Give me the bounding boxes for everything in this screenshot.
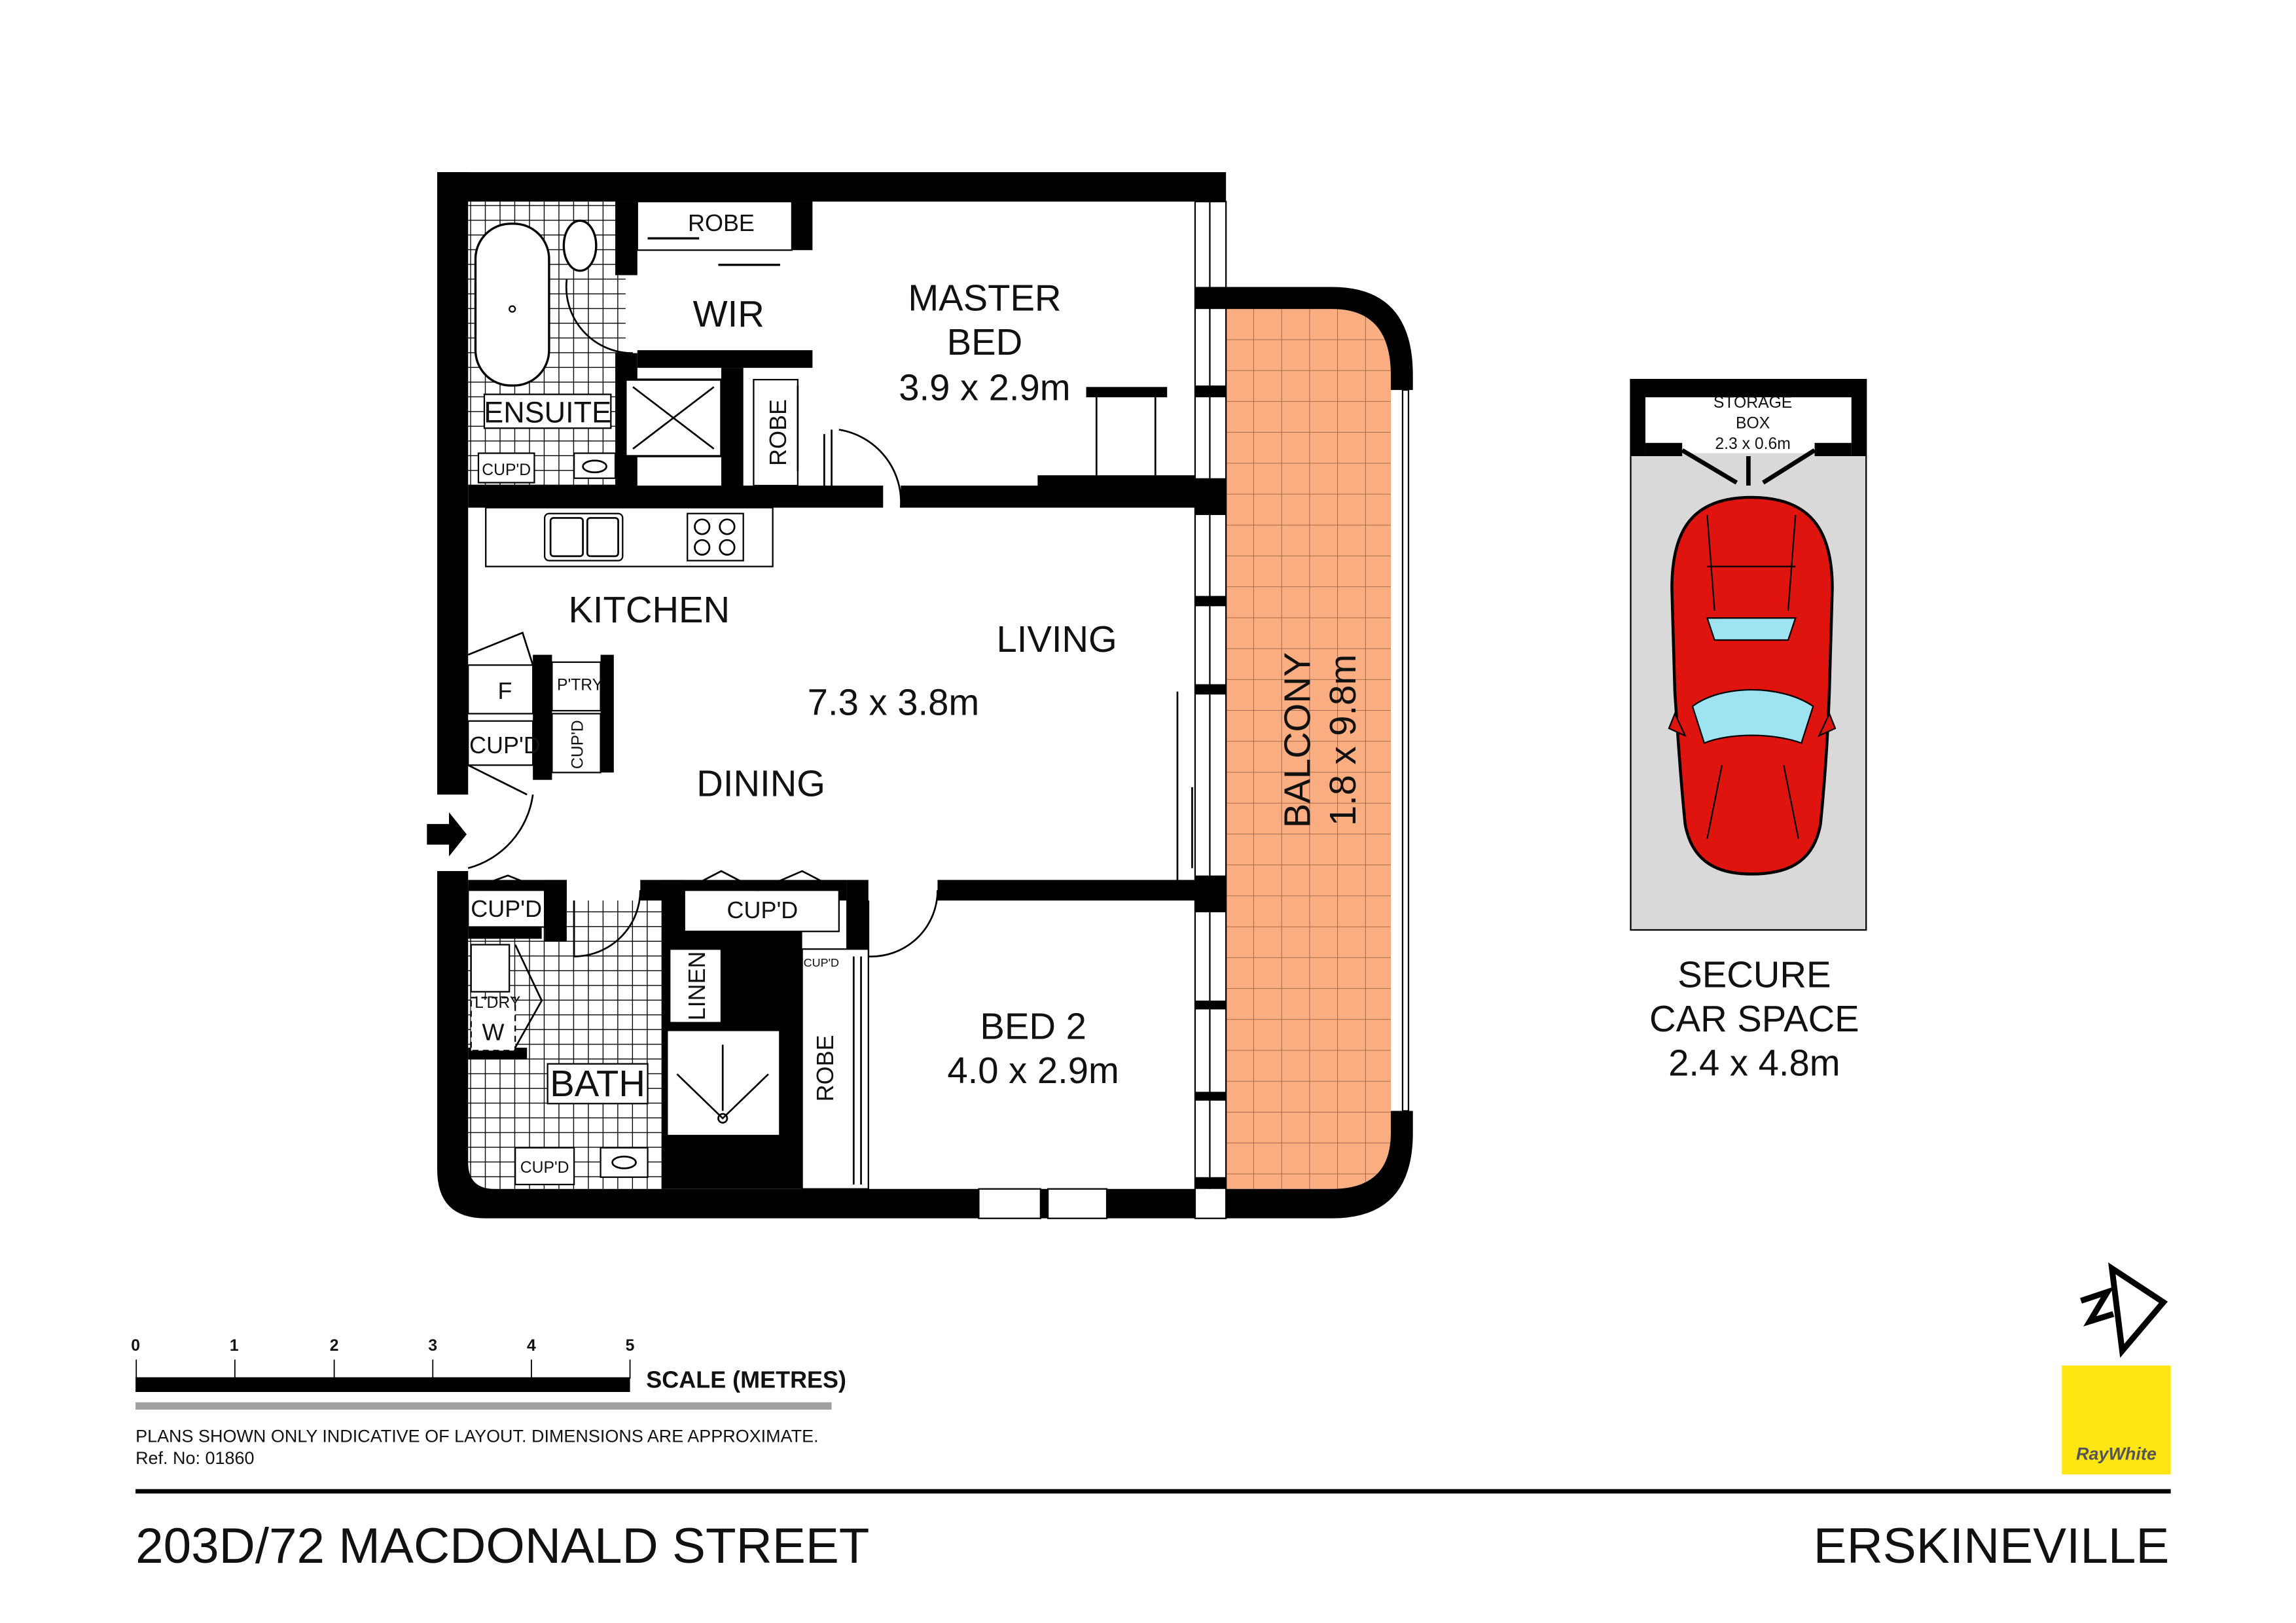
scale-tick-2: 2: [330, 1337, 339, 1355]
bed2-label: BED 2: [980, 1005, 1086, 1046]
north-arrow-icon: [2080, 1262, 2168, 1358]
cupd-hall-label: CUP'D: [727, 897, 798, 923]
raywhite-logo: RayWhite: [2062, 1365, 2171, 1474]
scale-bar: 0 1 2 3 4 5 SCALE (METRES): [131, 1337, 846, 1410]
washer-label: W: [482, 1019, 504, 1046]
outer-walls: [437, 172, 1227, 1219]
storage-label-1: STORAGE: [1713, 394, 1792, 412]
car-icon: [1668, 495, 1837, 876]
master-bed-size: 3.9 x 2.9m: [899, 367, 1070, 408]
bed2-size: 4.0 x 2.9m: [947, 1050, 1119, 1091]
balcony-size: 1.8 x 9.8m: [1322, 654, 1363, 826]
disclaimer: PLANS SHOWN ONLY INDICATIVE OF LAYOUT. D…: [135, 1426, 819, 1446]
footer-divider: [135, 1489, 2171, 1494]
master-bed-label: MASTER: [908, 277, 1061, 318]
cooktop: [687, 512, 744, 562]
fridge-label: F: [497, 677, 512, 704]
window: [978, 1188, 1041, 1219]
wir-label: WIR: [693, 293, 764, 334]
balcony: [1226, 287, 1413, 1219]
living-label: LIVING: [996, 618, 1117, 660]
car-space-label-1: SECURE: [1677, 954, 1831, 995]
raywhite-brand-text: RayWhite: [2076, 1444, 2157, 1463]
entry-arrow-icon: [427, 812, 467, 857]
robe-master-label: ROBE: [764, 399, 791, 466]
internal-walls: [468, 202, 1195, 1060]
laundry-label: L'DRY: [475, 994, 520, 1012]
robe-bed2-label: ROBE: [812, 1035, 838, 1101]
bed2-cupd-label: CUP'D: [804, 956, 839, 969]
scale-tick-4: 4: [527, 1337, 536, 1355]
cupd-entry-label: CUP'D: [471, 895, 542, 922]
kitchen-label: KITCHEN: [568, 589, 730, 630]
scale-label: SCALE (METRES): [646, 1366, 846, 1393]
bath-cupd-label: CUP'D: [520, 1159, 569, 1177]
fixtures: [427, 200, 1193, 1190]
property-address: 203D/72 MACDONALD STREET: [135, 1518, 869, 1574]
storage-size: 2.3 x 0.6m: [1715, 435, 1790, 453]
scale-tick-3: 3: [428, 1337, 437, 1355]
scale-tick-5: 5: [626, 1337, 635, 1355]
window: [1047, 1188, 1108, 1219]
reference-number: Ref. No: 01860: [135, 1448, 254, 1468]
pantry-label: P'TRY: [557, 677, 603, 694]
storage-label-2: BOX: [1736, 414, 1770, 432]
cupd-left-label: CUP'D: [469, 732, 541, 758]
cupd-vertical-label: CUP'D: [569, 720, 587, 769]
living-size: 7.3 x 3.8m: [808, 682, 979, 723]
bath-label: BATH: [550, 1063, 645, 1104]
ensuite-cupd-label: CUP'D: [482, 461, 531, 479]
car-space: STORAGE BOX 2.3 x 0.6m SECURE CAR SPACE …: [1630, 378, 1867, 1084]
bathtub: [474, 223, 550, 387]
car-space-label-2: CAR SPACE: [1649, 998, 1859, 1039]
dining-label: DINING: [696, 762, 825, 804]
toilet: [562, 219, 598, 272]
scale-tick-1: 1: [230, 1337, 239, 1355]
ensuite-label: ENSUITE: [484, 395, 611, 429]
scale-tick-0: 0: [131, 1337, 140, 1355]
master-bed-label-2: BED: [947, 321, 1023, 363]
robe-top-label: ROBE: [688, 209, 755, 236]
car-space-size: 2.4 x 4.8m: [1668, 1043, 1840, 1084]
balcony-label: BALCONY: [1276, 652, 1318, 829]
room-labels: ROBE WIR MASTER BED 3.9 x 2.9m ROBE ENSU…: [469, 209, 1363, 1177]
linen-label: LINEN: [683, 951, 710, 1020]
suburb: ERSKINEVILLE: [1814, 1518, 2170, 1574]
